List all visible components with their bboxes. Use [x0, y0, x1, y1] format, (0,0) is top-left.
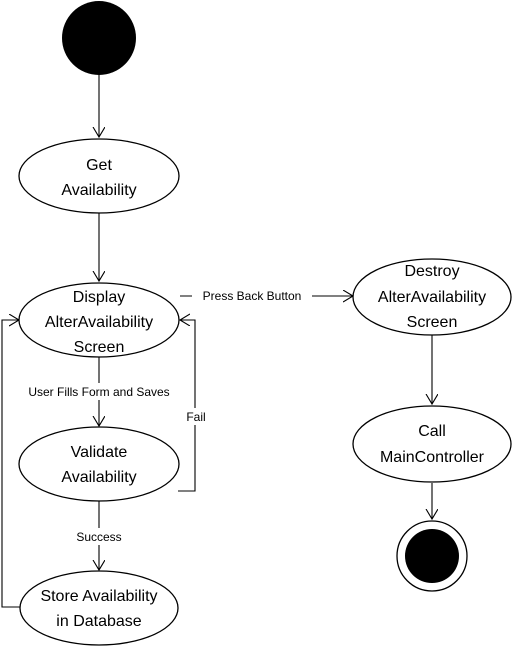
- state-text: MainController: [380, 449, 485, 466]
- state-call-main: Call MainController: [352, 405, 512, 483]
- edge-label-user-fills: User Fills Form and Saves: [16, 383, 182, 400]
- final-node: [396, 520, 468, 592]
- edge-label-fail: Fail: [183, 408, 209, 425]
- edge-store-loop: [1, 320, 21, 608]
- initial-node: [62, 1, 136, 75]
- edge-label-text: Fail: [186, 410, 205, 424]
- state-validate: Validate Availability: [18, 426, 180, 502]
- state-text: Destroy: [404, 263, 459, 280]
- state-display-screen: Display AlterAvailability Screen: [18, 282, 180, 358]
- state-text: Screen: [407, 314, 458, 331]
- state-get-availability: Get Availability: [18, 138, 180, 214]
- state-text: AlterAvailability: [378, 289, 486, 306]
- state-text: Call: [418, 423, 446, 440]
- edge-label-success: Success: [70, 528, 128, 545]
- edge-fail-loop: [178, 320, 196, 492]
- state-text: in Database: [56, 613, 141, 630]
- state-text: Store Availability: [40, 588, 157, 605]
- edge-label-text: Success: [76, 530, 121, 544]
- state-text: Screen: [74, 339, 125, 356]
- edge-label-text: Press Back Button: [203, 289, 302, 303]
- state-text: Validate: [71, 444, 128, 461]
- edge-label-text: User Fills Form and Saves: [28, 385, 169, 399]
- state-text: Display: [73, 289, 125, 306]
- state-text: AlterAvailability: [45, 314, 153, 331]
- state-destroy-screen: Destroy AlterAvailability Screen: [352, 258, 512, 336]
- edge-label-press-back: Press Back Button: [192, 287, 312, 304]
- state-text: Availability: [61, 182, 136, 199]
- state-text: Get: [86, 157, 112, 174]
- state-text: Availability: [61, 469, 136, 486]
- state-store: Store Availability in Database: [19, 570, 179, 646]
